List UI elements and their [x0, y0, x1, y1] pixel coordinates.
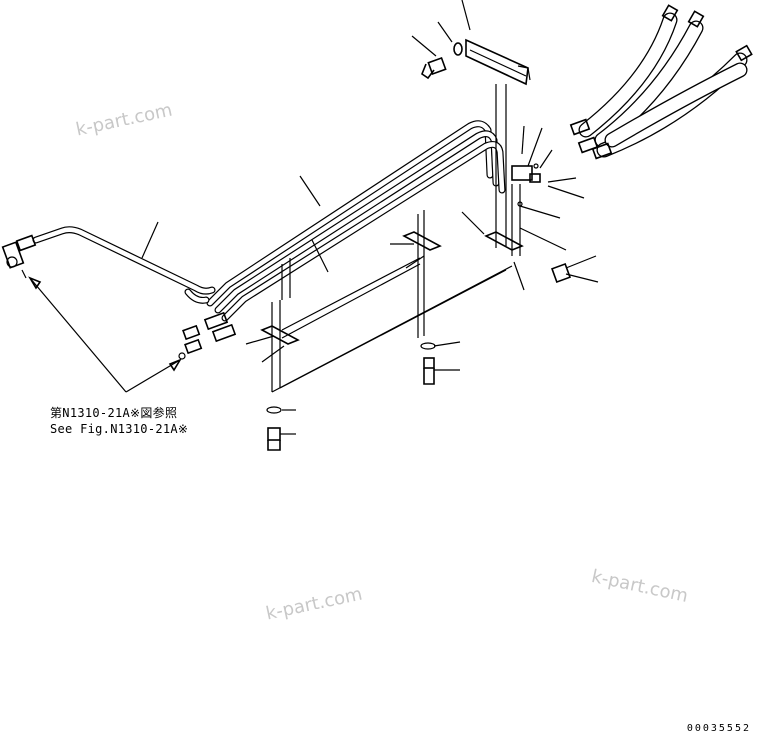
support-frame — [271, 84, 521, 393]
clamps — [260, 231, 524, 345]
bolts-washers — [266, 56, 571, 451]
tube-bundle — [206, 120, 506, 322]
hoses — [569, 4, 753, 160]
reference-note-jp: 第N1310-21A※図参照 — [50, 406, 178, 420]
reference-note-en: See Fig.N1310-21A※ — [50, 422, 189, 436]
left-elbow-fitting — [1, 234, 37, 279]
left-tube — [32, 226, 216, 304]
drawing-code: 00035552 — [686, 723, 751, 734]
leader-lines — [28, 0, 599, 435]
right-fittings — [511, 163, 541, 207]
lower-fittings — [178, 311, 237, 360]
top-bracket — [453, 38, 531, 86]
